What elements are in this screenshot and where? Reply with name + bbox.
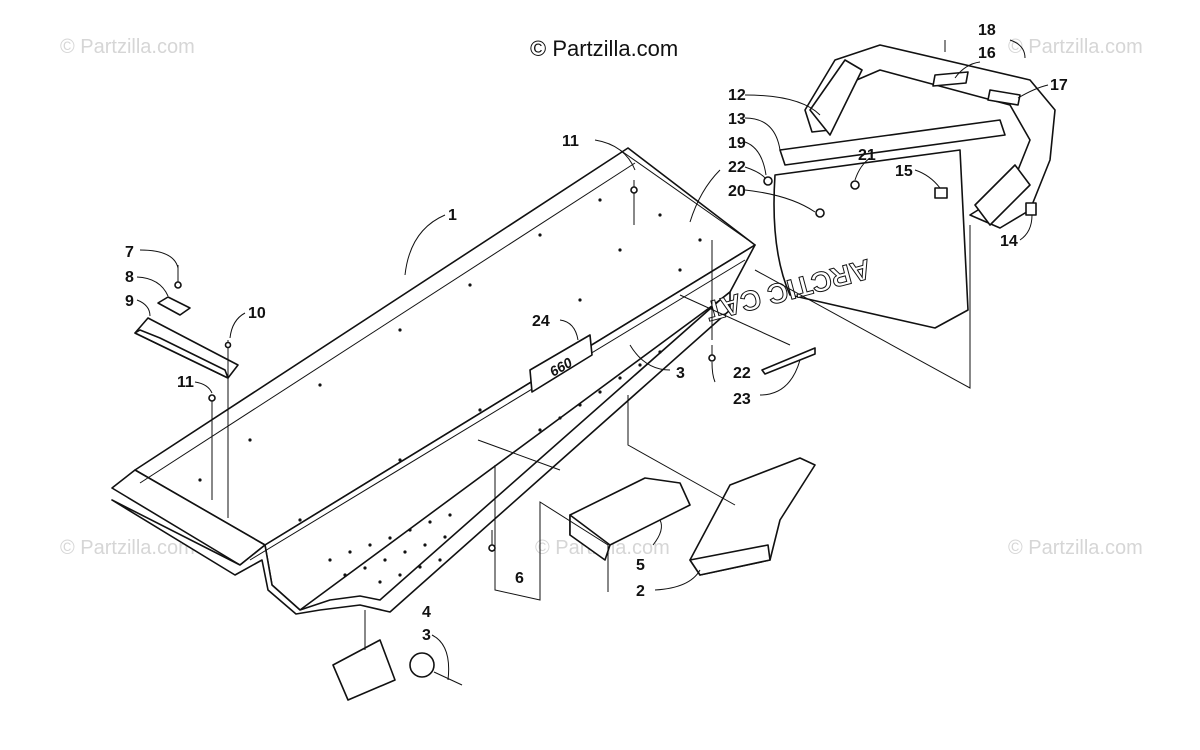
insert-16[interactable]: [932, 71, 969, 87]
callout-11-left: 11: [177, 374, 194, 391]
washer-19[interactable]: [763, 176, 773, 186]
callout-8: 8: [125, 269, 134, 286]
rivet-part[interactable]: [174, 265, 182, 289]
callout-14: 14: [1000, 233, 1018, 250]
callout-labels: 1 2 3 3 4 5 6 7 8 9 10 11 11 12 13 14 15…: [125, 22, 1068, 644]
callout-22-upper: 22: [728, 159, 746, 176]
callout-4: 4: [422, 604, 431, 621]
tunnel-perforations: [198, 198, 702, 584]
callout-10: 10: [248, 305, 266, 322]
fastener-11-top[interactable]: [630, 180, 638, 225]
watermark-top-left: © Partzilla.com: [60, 36, 195, 58]
footrest-part[interactable]: [569, 477, 691, 561]
watermark-mid-right: © Partzilla.com: [1008, 537, 1143, 559]
watermark-top-right: © Partzilla.com: [1008, 36, 1143, 58]
callout-11-top: 11: [562, 133, 579, 150]
callout-6: 6: [515, 570, 524, 587]
callout-19: 19: [728, 135, 746, 152]
running-board-part[interactable]: [689, 457, 816, 576]
grab-end-left[interactable]: [809, 59, 863, 136]
pad-part[interactable]: [157, 296, 191, 316]
ref-line-wedge: [679, 294, 791, 346]
nut-15[interactable]: [934, 187, 948, 199]
fastener-10[interactable]: [224, 340, 232, 518]
callout-3-upper: 3: [676, 365, 685, 382]
bracket-part[interactable]: [134, 317, 239, 379]
callout-18: 18: [978, 22, 996, 39]
flap-bar-part[interactable]: [779, 119, 1006, 166]
callout-7: 7: [125, 244, 134, 261]
bolt-22-lower[interactable]: [708, 345, 716, 362]
badge-660-part[interactable]: 660: [529, 334, 593, 393]
watermark-mid-left: © Partzilla.com: [60, 537, 195, 559]
clip-14[interactable]: [1025, 202, 1037, 216]
callout-13: 13: [728, 111, 746, 128]
bolt-21[interactable]: [850, 180, 860, 190]
plate-part[interactable]: [332, 639, 396, 701]
callout-2: 2: [636, 583, 645, 600]
callout-3-lower: 3: [422, 627, 431, 644]
callout-16: 16: [978, 45, 996, 62]
insert-17[interactable]: [987, 89, 1021, 106]
callout-24: 24: [532, 313, 550, 330]
wedge-part[interactable]: [761, 347, 816, 375]
callout-15: 15: [895, 163, 913, 180]
callout-12: 12: [728, 87, 746, 104]
nut-20[interactable]: [815, 208, 825, 218]
ref-line-board: [627, 395, 736, 506]
ref-line-footrest: [494, 465, 609, 601]
callout-1: 1: [448, 207, 457, 224]
fastener-11-left[interactable]: [208, 394, 216, 500]
grab-end-right[interactable]: [974, 164, 1031, 226]
snowflap-assembly[interactable]: ARCTIC CAT: [702, 44, 1056, 389]
callout-5: 5: [636, 557, 645, 574]
callout-21: 21: [858, 147, 876, 164]
callout-9: 9: [125, 293, 134, 310]
callout-23: 23: [733, 391, 751, 408]
washer-part-lower[interactable]: [409, 652, 463, 686]
callout-20: 20: [728, 183, 746, 200]
watermark-top-center: © Partzilla.com: [530, 36, 679, 61]
leader-lines: [136, 39, 1049, 681]
snowflap-part[interactable]: [773, 149, 969, 329]
callout-22-lower: 22: [733, 365, 751, 382]
screw-part[interactable]: [488, 530, 496, 552]
tunnel-part[interactable]: [111, 147, 756, 615]
ref-line-mid: [477, 439, 561, 471]
callout-17: 17: [1050, 77, 1068, 94]
